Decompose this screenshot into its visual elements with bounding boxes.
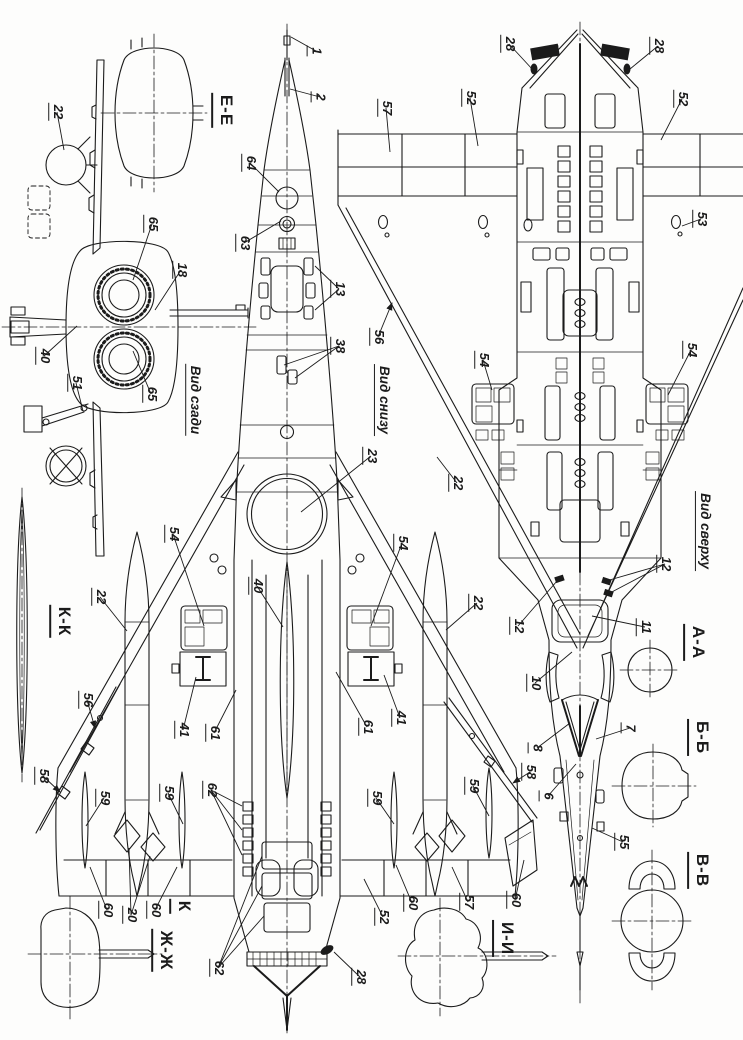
callout-57-text: 57 <box>377 98 395 118</box>
callout-38-text: 38 <box>330 336 348 356</box>
callout-54-text: 54 <box>682 340 700 360</box>
callout-63-text: 63 <box>235 233 253 253</box>
callout-56-text: 56 <box>78 690 96 710</box>
section-E-E-art <box>100 33 208 193</box>
callout-28-text: 28 <box>649 36 667 56</box>
top-view-label-text: Вид сверху <box>695 491 714 571</box>
callout-6-text: 6 <box>539 790 558 802</box>
bottom-view-art <box>35 23 538 1037</box>
section-Zh-Zh-label-text: Ж-Ж <box>151 928 177 972</box>
callout-22-text: 22 <box>91 587 109 607</box>
rear-view-art <box>1 59 257 557</box>
callout-51-text: 51 <box>67 373 85 393</box>
callout-59-text: 59 <box>159 783 177 803</box>
callout-65-text: 65 <box>142 384 160 404</box>
callout-22-text: 22 <box>468 593 486 613</box>
callout-10-text: 10 <box>526 673 544 693</box>
callout-40-text: 40 <box>35 346 53 366</box>
callout-65-text: 65 <box>143 214 161 234</box>
callout-28-text: 28 <box>351 967 369 987</box>
callout-52-text: 52 <box>374 907 392 927</box>
section-I-I-label-text: И-И <box>492 919 518 957</box>
section-V-V-art <box>611 849 693 991</box>
callout-60-text: 60 <box>146 900 164 920</box>
callout-54-text: 54 <box>474 350 492 370</box>
callout-20-text: 20 <box>122 905 140 925</box>
callout-59-text: 59 <box>95 788 113 808</box>
section-A-A-label-text: А-А <box>683 623 709 661</box>
callout-12-text: 12 <box>509 616 527 636</box>
section-I-I-art <box>397 897 557 1017</box>
bottom-view-label-text: Вид снизу <box>374 364 393 436</box>
section-K-K-art <box>16 487 28 783</box>
callout-18-text: 18 <box>172 260 190 280</box>
callout-28-text: 28 <box>500 34 518 54</box>
callout-61-text: 61 <box>358 717 376 737</box>
callout-57-text: 57 <box>459 892 477 912</box>
callout-64-text: 64 <box>241 153 259 173</box>
callout-60-text: 60 <box>403 893 421 913</box>
callout-52-text: 52 <box>673 89 691 109</box>
rear-view-label-text: Вид сзади <box>185 363 204 437</box>
callout-11-text: 11 <box>636 618 654 636</box>
section-K-K-label-text: К-К <box>49 604 75 638</box>
callout-41-text: 41 <box>391 708 409 728</box>
section-V-V-label-text: В-В <box>687 851 713 889</box>
callout-41-text: 41 <box>174 720 192 740</box>
callout-22-text: 22 <box>448 473 466 493</box>
callout-13-text: 13 <box>330 279 348 299</box>
callout-54-text: 54 <box>393 533 411 553</box>
callout-53-text: 53 <box>692 209 710 229</box>
top-view-art <box>337 21 743 1006</box>
callout-62-text: 62 <box>202 780 220 800</box>
callout-60-text: 60 <box>98 900 116 920</box>
callout-58-text: 58 <box>34 766 52 786</box>
callout-54-text: 54 <box>164 524 182 544</box>
callout-40-text: 40 <box>248 576 266 596</box>
callout-8-text: 8 <box>528 742 547 754</box>
callout-23-text: 23 <box>362 446 380 466</box>
callout-61-text: 61 <box>205 723 223 743</box>
callout-55-text: 55 <box>614 832 632 852</box>
section-E-E-label-text: Е-Е <box>211 92 237 128</box>
section-B-B-art <box>611 743 697 828</box>
section-B-B-label-text: Б-Б <box>687 718 713 756</box>
section-Zh-Zh-art <box>27 895 163 1023</box>
callout-7-text: 7 <box>621 722 640 734</box>
callout-12-text: 12 <box>656 554 674 574</box>
callout-60-text: 60 <box>506 890 524 910</box>
callout-59-text: 59 <box>464 776 482 796</box>
callout-22-text: 22 <box>48 102 66 122</box>
callout-52-text: 52 <box>461 88 479 108</box>
callout-1-text: 1 <box>307 45 326 57</box>
callout-62-text: 62 <box>209 958 227 978</box>
callout-59-text: 59 <box>367 788 385 808</box>
callout-2-text: 2 <box>311 91 330 103</box>
section-A-A-art <box>619 639 681 701</box>
callout-58-text: 58 <box>521 762 539 782</box>
section-K-label-text: К <box>169 898 195 914</box>
callout-56-text: 56 <box>369 327 387 347</box>
